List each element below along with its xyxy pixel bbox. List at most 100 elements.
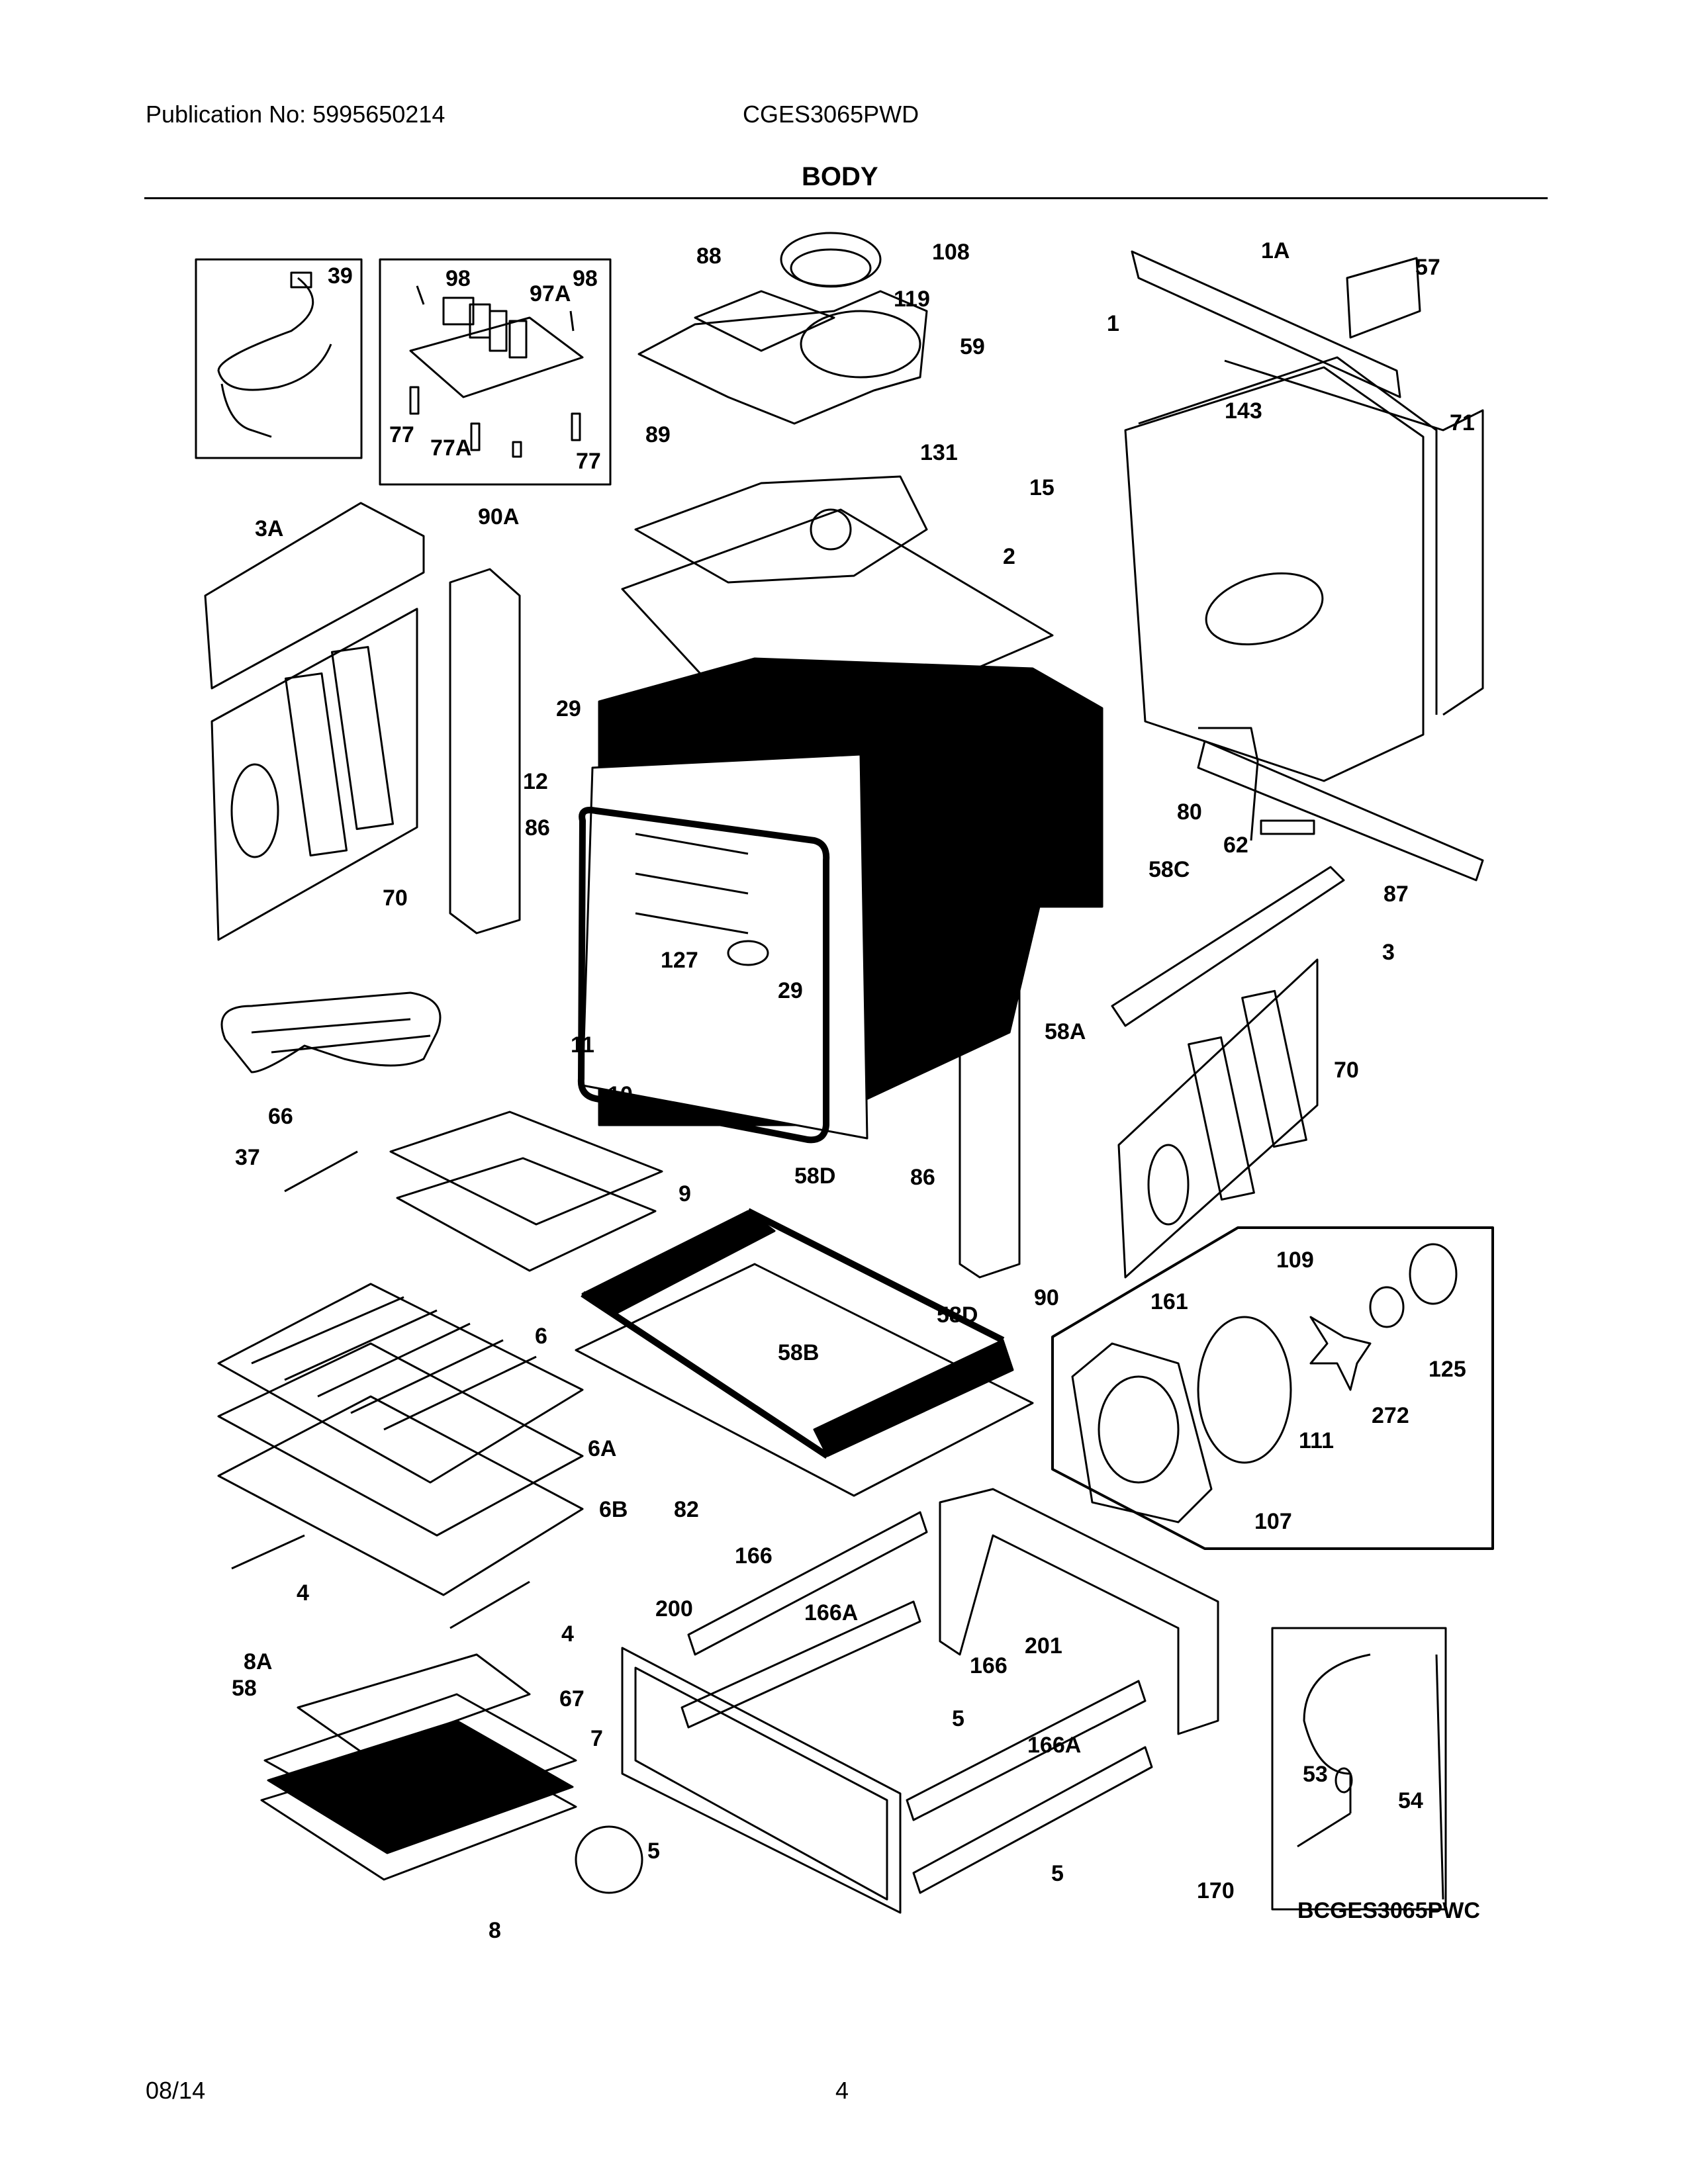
callout-107: 107	[1254, 1509, 1292, 1534]
callout-111: 111	[1299, 1428, 1334, 1453]
callout-166Ab: 166A	[1027, 1733, 1081, 1758]
rack-b-part	[217, 1395, 584, 1596]
callout-15: 15	[1029, 475, 1055, 500]
callout-3: 3	[1382, 940, 1395, 965]
broil-element-part	[297, 1653, 531, 1755]
callout-200: 200	[655, 1596, 693, 1621]
cover-plate-part	[694, 290, 835, 352]
callout-58A: 58A	[1045, 1019, 1086, 1044]
callout-86b: 86	[910, 1165, 935, 1190]
bracket-part	[1198, 727, 1259, 841]
drawer-rail-166Ab-part	[912, 1746, 1153, 1894]
side-trim-right-part	[1111, 866, 1345, 1027]
callout-82: 82	[674, 1497, 699, 1522]
callout-70: 70	[383, 886, 408, 911]
side-panel-left-part	[211, 608, 418, 941]
callout-166A: 166A	[804, 1600, 858, 1625]
callout-5b: 5	[647, 1839, 660, 1864]
callout-6A: 6A	[588, 1436, 616, 1461]
back-panel-part	[1124, 366, 1425, 782]
plate-part	[634, 475, 928, 584]
callout-6: 6	[535, 1324, 547, 1349]
callout-58D: 58D	[794, 1163, 835, 1189]
callout-8A: 8A	[244, 1649, 272, 1674]
fan-blade-part	[1309, 1316, 1372, 1391]
callout-87: 87	[1383, 882, 1409, 907]
callout-1A: 1A	[1261, 238, 1289, 263]
top-trim-right-part	[1131, 250, 1401, 398]
drawer-frame-rear	[939, 1488, 1219, 1735]
callout-2: 2	[1003, 544, 1015, 569]
rack-part	[217, 1283, 584, 1484]
callout-80: 80	[1177, 799, 1202, 825]
rack-a-part	[217, 1342, 584, 1537]
callout-57: 57	[1415, 255, 1440, 280]
callout-71: 71	[1450, 410, 1475, 435]
broil-pan-part	[396, 1157, 657, 1272]
inset-box-sensor	[1271, 1627, 1447, 1911]
vent-cover-part	[1346, 257, 1421, 339]
drawer-frame-front	[621, 1647, 902, 1914]
front-trim-right-part	[959, 912, 1021, 1279]
callout-29: 29	[556, 696, 581, 721]
page-number: 4	[835, 2077, 849, 2104]
publication-number: Publication No: 5995650214	[146, 101, 445, 128]
callout-170: 170	[1197, 1878, 1235, 1903]
callout-108: 108	[932, 240, 970, 265]
callout-166: 166	[735, 1543, 773, 1569]
bottom-insulation-part	[267, 1719, 574, 1854]
callout-98b: 98	[573, 266, 598, 291]
callout-6B: 6B	[599, 1497, 628, 1522]
side-trim-left-part	[204, 502, 425, 690]
drawer-rail-166A-part	[680, 1600, 921, 1729]
diagram-code: BCGES3065PWC	[1297, 1898, 1480, 1923]
callout-70b: 70	[1334, 1058, 1359, 1083]
power-cord-part	[217, 277, 332, 438]
callout-127: 127	[661, 948, 698, 973]
callout-66: 66	[268, 1104, 293, 1129]
callout-119: 119	[894, 287, 930, 312]
callout-7: 7	[590, 1726, 603, 1751]
callout-4b: 4	[561, 1621, 574, 1647]
bottom-plate-part	[260, 1739, 577, 1881]
drawer-rail-166-part	[687, 1511, 928, 1656]
callout-98: 98	[445, 266, 471, 291]
rail-part	[1197, 740, 1484, 882]
callout-5: 5	[952, 1706, 964, 1731]
leveler-leg-inset	[575, 1825, 643, 1894]
header-rule	[144, 197, 1548, 199]
callout-90A: 90A	[478, 504, 519, 529]
model-number: CGES3065PWD	[743, 101, 919, 128]
callout-29b: 29	[778, 978, 803, 1003]
callout-58C: 58C	[1149, 857, 1190, 882]
callout-3A: 3A	[255, 516, 283, 541]
front-trim-left-part	[449, 568, 521, 934]
insulation-strip-front	[581, 1210, 776, 1315]
callout-54: 54	[1398, 1788, 1423, 1813]
bottom-frame-part	[575, 1263, 1034, 1497]
callout-53: 53	[1303, 1762, 1328, 1787]
callout-77: 77	[389, 422, 414, 447]
callout-88: 88	[696, 244, 722, 269]
callout-39: 39	[328, 263, 353, 289]
callout-59: 59	[960, 334, 985, 359]
callout-109: 109	[1276, 1248, 1314, 1273]
callout-67: 67	[559, 1686, 585, 1711]
callout-37: 37	[235, 1145, 260, 1170]
callout-10: 10	[608, 1082, 633, 1107]
section-title: BODY	[802, 162, 878, 191]
drawer-rail-166b-part	[906, 1680, 1147, 1821]
callout-12: 12	[523, 769, 548, 794]
callout-8: 8	[489, 1918, 501, 1943]
callout-86: 86	[525, 815, 550, 841]
callout-125: 125	[1429, 1357, 1466, 1382]
callout-89: 89	[645, 422, 671, 447]
callout-77A: 77A	[430, 435, 471, 461]
insulation-strip-rear	[813, 1339, 1014, 1457]
inset-box-control-board	[379, 258, 612, 486]
callout-62: 62	[1223, 833, 1248, 858]
broil-pan-grid-part	[389, 1111, 663, 1226]
inset-box-power-cord	[195, 258, 363, 459]
callout-58Db: 58D	[937, 1302, 978, 1328]
